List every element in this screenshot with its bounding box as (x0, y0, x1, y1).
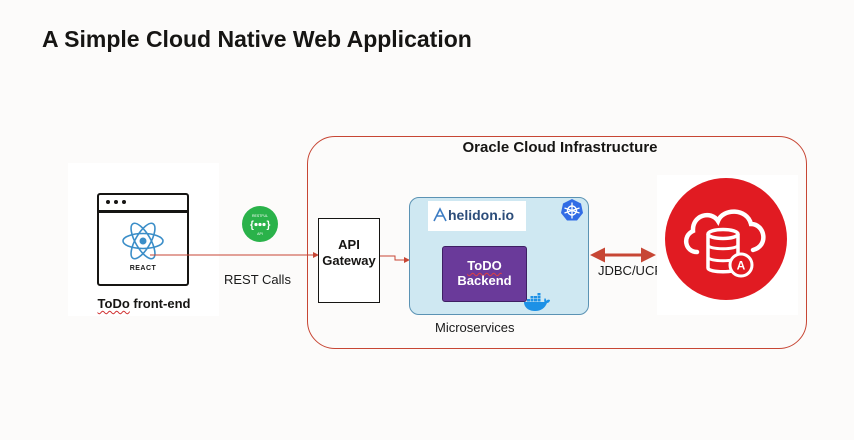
jdbc-ucp-label: JDBC/UCP (598, 263, 664, 278)
browser-dot (122, 200, 126, 204)
browser-dot (106, 200, 110, 204)
helidon-icon (433, 207, 447, 222)
svg-text:{: { (250, 220, 254, 231)
page-title: A Simple Cloud Native Web Application (42, 26, 472, 52)
autonomous-database-icon: A (665, 178, 787, 300)
svg-text:A: A (737, 259, 746, 273)
oci-boundary (307, 136, 807, 349)
api-gateway-box (318, 218, 380, 303)
browser-toolbar (97, 210, 189, 213)
browser-window-icon (97, 193, 189, 286)
microservices-label: Microservices (435, 320, 515, 335)
svg-text:}: } (267, 220, 271, 231)
frontend-label: ToDo front-end (97, 296, 191, 311)
helidon-label: helidon.io (448, 207, 515, 223)
svg-text:API: API (257, 232, 263, 236)
react-label: REACT (129, 265, 157, 272)
docker-icon (524, 293, 550, 311)
oci-label: Oracle Cloud Infrastructure (462, 139, 658, 156)
todo-backend-box (442, 246, 527, 302)
gateway-connector (380, 255, 410, 263)
browser-dot (114, 200, 118, 204)
svg-text:RESTFUL: RESTFUL (252, 214, 268, 218)
rest-calls-label: REST Calls (224, 272, 291, 287)
rest-api-icon: RESTFUL { } API (242, 206, 278, 242)
kubernetes-icon (561, 199, 583, 221)
react-icon (122, 222, 164, 260)
